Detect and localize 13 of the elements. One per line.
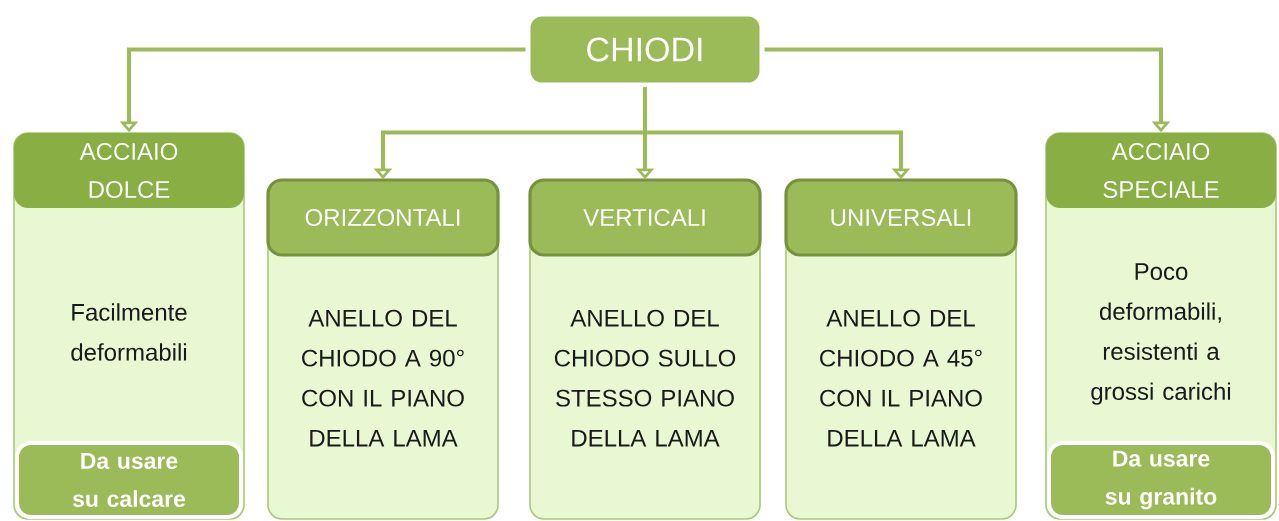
note-box: Da usare su calcare	[15, 441, 243, 519]
card-header: ORIZZONTALI	[266, 178, 500, 257]
card-header: ACCIAIO SPECIALE	[1046, 133, 1276, 208]
card-text: Facilmente deformabili	[71, 303, 187, 361]
card-header: VERTICALI	[528, 178, 762, 257]
note-box: Da usare su granito	[1047, 441, 1275, 519]
card-text: Poco deformabili, resistenti a grossi carichi	[1091, 263, 1231, 405]
title-box: CHIODI	[525, 11, 765, 88]
card-text: ANELLO DEL CHIODO SULLO STESSO PIANO DELLA LAMA	[554, 309, 736, 447]
card-text: ANELLO DEL CHIODO A 90° CON IL PIANO DELLA LAMA	[302, 309, 464, 447]
card-header: UNIVERSALI	[784, 178, 1018, 257]
card-header: ACCIAIO DOLCE	[14, 133, 244, 208]
card-text: ANELLO DEL CHIODO A 45° CON IL PIANO DELLA LAMA	[820, 309, 982, 447]
